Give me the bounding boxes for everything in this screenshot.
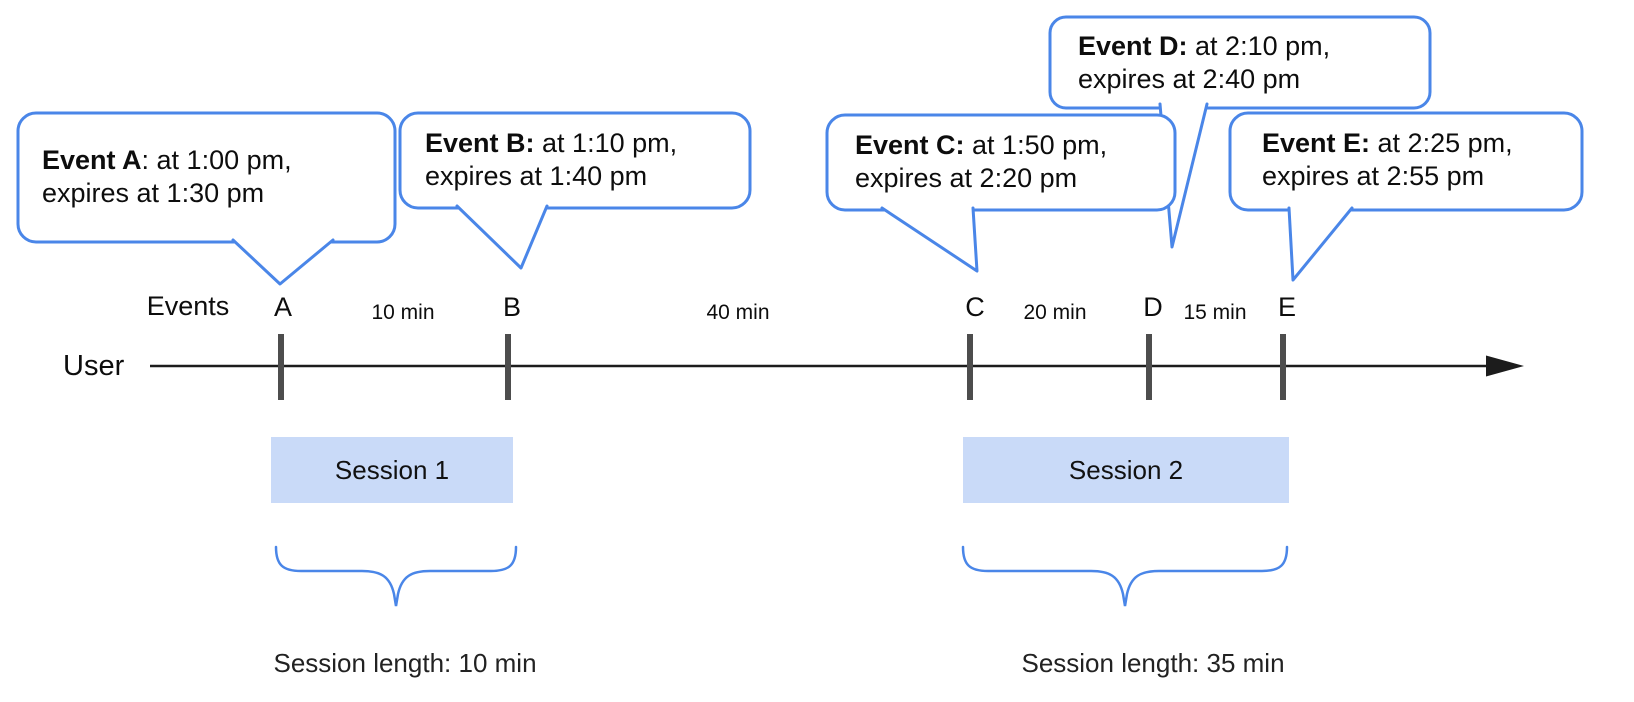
bubble-c-time: at 1:50 pm, bbox=[964, 130, 1108, 160]
speech-bubble-e bbox=[1228, 111, 1584, 212]
bubble-d-line2: expires at 2:40 pm bbox=[1078, 64, 1301, 94]
speech-bubble-a bbox=[16, 111, 397, 244]
session-1-length-label: Session length: 10 min bbox=[273, 648, 537, 678]
bubble-b-line2: expires at 1:40 pm bbox=[425, 161, 648, 191]
interval-d-e-label: 15 min bbox=[1183, 301, 1247, 324]
bubble-a-line2: expires at 1:30 pm bbox=[42, 178, 265, 208]
bubble-c-line2: expires at 2:20 pm bbox=[855, 163, 1078, 193]
tick-label-d: D bbox=[1143, 292, 1163, 322]
events-axis-label: Events bbox=[146, 291, 230, 321]
bubble-d-line1: Event D: at 2:10 pm, bbox=[1078, 30, 1330, 63]
bubble-e-text: Event E: at 2:25 pm, expires at 2:55 pm bbox=[1262, 127, 1513, 193]
interval-a-b-label: 10 min bbox=[371, 301, 435, 324]
bubble-b-line1: Event B: at 1:10 pm, bbox=[425, 127, 677, 160]
bubble-d-time: at 2:10 pm, bbox=[1187, 31, 1331, 61]
bubble-c-text: Event C: at 1:50 pm, expires at 2:20 pm bbox=[855, 129, 1107, 195]
tick-label-b: B bbox=[502, 292, 522, 322]
tick-label-a: A bbox=[273, 292, 293, 322]
bubble-a-text: Event A: at 1:00 pm, expires at 1:30 pm bbox=[42, 144, 292, 210]
bubble-e-line1: Event E: at 2:25 pm, bbox=[1262, 127, 1513, 160]
tick-label-e: E bbox=[1277, 292, 1297, 322]
bubble-a-title: Event A bbox=[42, 145, 142, 175]
speech-bubble-a-tail bbox=[231, 238, 335, 286]
session-2-label: Session 2 bbox=[1068, 454, 1184, 485]
bubble-c-line1: Event C: at 1:50 pm, bbox=[855, 129, 1107, 162]
session-1-label: Session 1 bbox=[334, 454, 450, 485]
speech-bubble-b-tail bbox=[455, 204, 549, 270]
timeline-arrowhead-icon bbox=[1486, 355, 1524, 377]
speech-bubble-e-tail bbox=[1287, 206, 1354, 282]
interval-c-d-label: 20 min bbox=[1023, 301, 1087, 324]
bubble-e-line2: expires at 2:55 pm bbox=[1262, 161, 1485, 191]
speech-bubble-c-tail bbox=[880, 206, 979, 273]
bubble-b-time: at 1:10 pm, bbox=[534, 128, 678, 158]
bubble-b-text: Event B: at 1:10 pm, expires at 1:40 pm bbox=[425, 127, 677, 193]
bubble-e-title: Event E: bbox=[1262, 128, 1371, 158]
interval-b-c-label: 40 min bbox=[706, 301, 770, 324]
bubble-a-line1: Event A: at 1:00 pm, bbox=[42, 144, 292, 177]
speech-bubble-d bbox=[1048, 15, 1432, 110]
bubble-c-title: Event C: bbox=[855, 130, 965, 160]
session-2-box: Session 2 bbox=[963, 437, 1289, 503]
user-axis-label: User bbox=[63, 350, 125, 382]
bubble-d-title: Event D: bbox=[1078, 31, 1188, 61]
tick-label-c: C bbox=[965, 292, 985, 322]
bubble-e-time: at 2:25 pm, bbox=[1370, 128, 1513, 158]
speech-bubble-b bbox=[398, 111, 752, 210]
bubble-b-title: Event B: bbox=[425, 128, 535, 158]
session-2-length-label: Session length: 35 min bbox=[1021, 648, 1285, 678]
brace-session-1 bbox=[274, 545, 518, 607]
bubble-d-text: Event D: at 2:10 pm, expires at 2:40 pm bbox=[1078, 30, 1330, 96]
session-1-box: Session 1 bbox=[271, 437, 513, 503]
brace-session-2 bbox=[961, 545, 1289, 607]
speech-bubble-c bbox=[825, 113, 1177, 212]
bubble-a-time: : at 1:00 pm, bbox=[141, 145, 292, 175]
